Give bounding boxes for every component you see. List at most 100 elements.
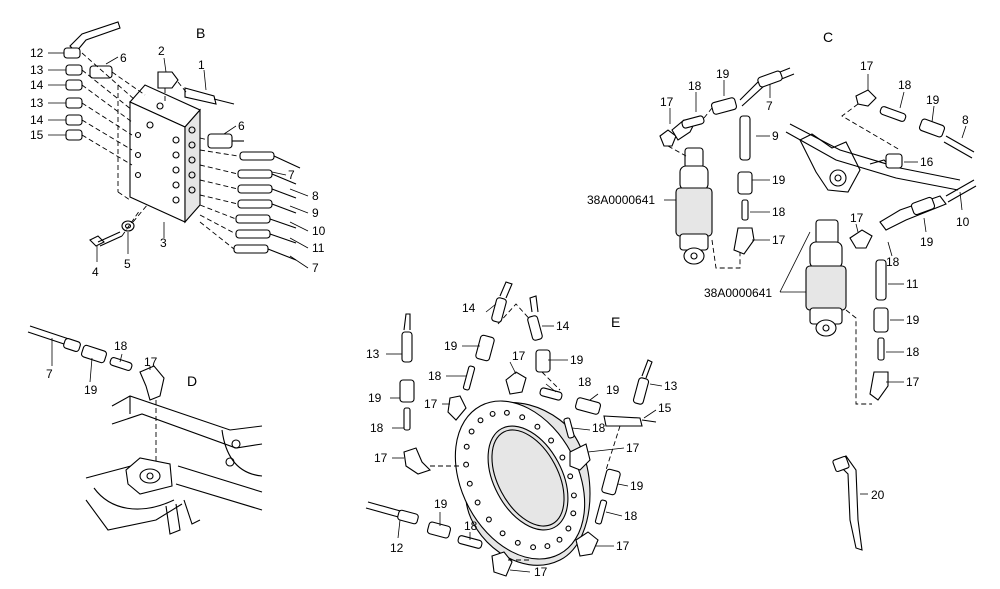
ring-bolt-hole [466, 480, 473, 487]
callout-c-12: 18 [772, 205, 786, 219]
e-chain-lower-right [575, 468, 621, 557]
section-e-leaders [386, 303, 663, 573]
ring-bolt-holes [463, 409, 577, 551]
ring-bolt-hole [503, 409, 510, 416]
callout-c-18: 11 [906, 277, 919, 291]
callout-e-8: 18 [578, 375, 592, 389]
callout-c-21: 17 [906, 375, 920, 389]
callout-c-5: 17 [860, 59, 874, 73]
ring-bolt-hole [499, 530, 506, 537]
section-d: D [27, 325, 263, 535]
callout-b-17: 3 [160, 236, 167, 250]
callout-d-4: 17 [144, 355, 158, 369]
callout-b-9: 1 [198, 58, 205, 72]
section-label-c: C [823, 29, 833, 45]
ring-bolt-hole [468, 428, 475, 435]
ring-bolt-hole [485, 516, 492, 523]
callout-cable-tie: 20 [871, 488, 885, 502]
callout-e-18: 17 [616, 539, 630, 553]
callout-e-19: 12 [390, 541, 404, 555]
callout-b-10: 6 [238, 119, 245, 133]
distribution-block [129, 84, 201, 224]
c-hose-vertical-1 [733, 115, 755, 255]
callout-b-5: 14 [30, 113, 44, 127]
ring-bolt-hole [556, 536, 563, 543]
callout-e-2: 14 [556, 319, 570, 333]
ring-bolt-hole [559, 454, 566, 461]
c-hose-top-right [841, 89, 975, 159]
callout-c-14: 10 [956, 215, 970, 229]
callout-e-24: 17 [374, 451, 388, 465]
callout-c-11: 19 [772, 173, 786, 187]
callout-e-15: 17 [626, 441, 640, 455]
callout-c-15: 17 [850, 211, 864, 225]
callout-b-8: 2 [158, 44, 165, 58]
c-hose-right [849, 153, 977, 249]
callout-b-13: 9 [312, 206, 319, 220]
ring-bolt-hole [463, 443, 470, 450]
ring-bolt-hole [489, 410, 496, 417]
cable-tie: 20 [832, 455, 885, 551]
section-label-d: D [187, 373, 197, 389]
cylinder-1 [659, 129, 741, 269]
callout-e-10: 19 [368, 391, 382, 405]
callout-e-11: 18 [370, 421, 384, 435]
slewing-ring [454, 400, 591, 566]
section-b-leaders [48, 52, 309, 269]
callout-c-7: 19 [926, 93, 940, 107]
ring-bolt-hole [534, 423, 541, 430]
ring-bolt-hole [565, 525, 572, 532]
callout-b-3: 14 [30, 78, 44, 92]
callout-c-9: 9 [772, 129, 779, 143]
callout-b-1: 12 [30, 46, 44, 60]
callout-b-7: 6 [120, 51, 127, 65]
callout-b-11: 7 [288, 168, 295, 182]
ring-bolt-hole [548, 437, 555, 444]
callout-e-5: 18 [428, 369, 442, 383]
callout-e-16: 18 [592, 421, 606, 435]
c-hose-vertical-2 [869, 259, 889, 401]
frame-bracket [785, 123, 961, 193]
callout-b-18: 4 [92, 265, 99, 279]
callout-b-19: 5 [124, 257, 131, 271]
cylinder-part-number-1: 38A0000641 [587, 193, 655, 207]
e-chain-right [563, 359, 657, 471]
ring-bolt-hole [570, 492, 577, 499]
ring-bolt-hole [570, 510, 577, 517]
callout-e-14: 19 [606, 383, 620, 397]
callout-b-14: 10 [312, 224, 326, 238]
callout-c-2: 18 [688, 79, 702, 93]
callout-c-17: 18 [886, 255, 900, 269]
callout-e-22: 17 [534, 565, 548, 579]
cylinder-part-number-2: 38A0000641 [704, 286, 772, 300]
d-frame [85, 395, 263, 535]
callout-e-7: 19 [570, 353, 584, 367]
callout-e-1: 14 [462, 301, 476, 315]
ring-bolt-hole [474, 499, 481, 506]
c-hose-top-left [671, 67, 795, 141]
callout-e-17: 19 [630, 479, 644, 493]
ring-bolt-hole [477, 417, 484, 424]
callout-c-20: 18 [906, 345, 920, 359]
callout-c-1: 17 [660, 95, 674, 109]
e-chain-bottom [365, 501, 530, 577]
d-hose [27, 325, 165, 470]
e-chain-top-left [447, 281, 535, 421]
ring-bolt-hole [514, 539, 521, 546]
e-chain-top-center [505, 295, 563, 401]
callout-b-4: 13 [30, 96, 44, 110]
callout-e-3: 13 [366, 347, 380, 361]
ring-bolt-hole [544, 543, 551, 550]
callout-e-23: 18 [624, 509, 638, 523]
top-fittings [157, 71, 235, 105]
callout-d-2: 19 [84, 383, 98, 397]
callout-b-16: 7 [312, 261, 319, 275]
callout-c-19: 19 [906, 313, 920, 327]
bolt-and-washer [89, 203, 149, 247]
ring-bolt-hole [463, 461, 470, 468]
callout-c-3: 19 [716, 67, 730, 81]
section-label-b: B [196, 25, 205, 41]
section-e: E [365, 281, 678, 579]
